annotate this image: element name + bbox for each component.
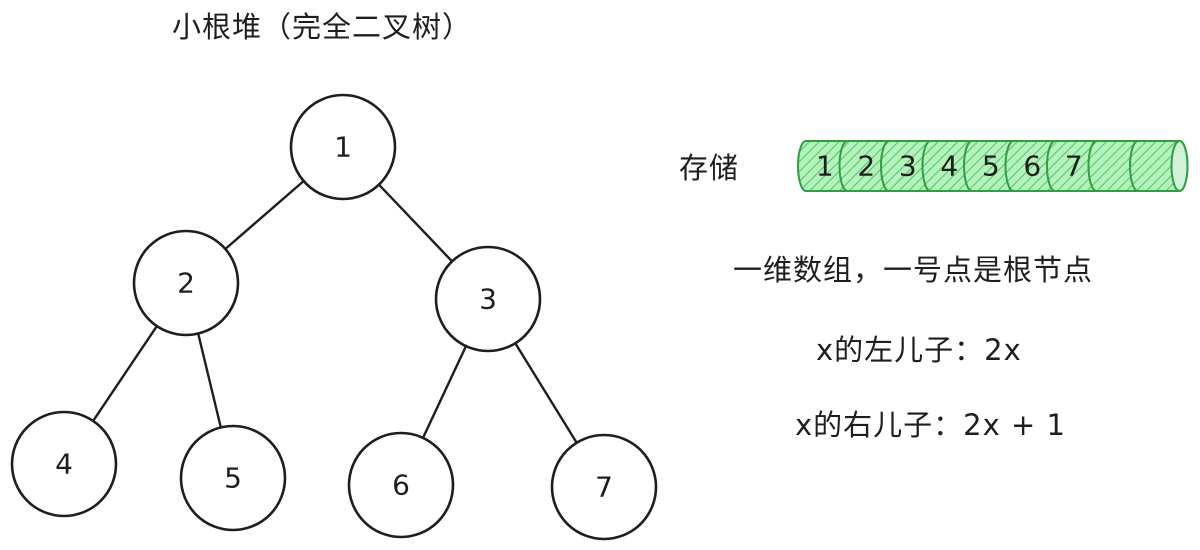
- diagram-title: 小根堆（完全二叉树）: [172, 10, 473, 44]
- tree-node-label: 3: [479, 283, 497, 316]
- storage-cell-1: 1: [816, 150, 834, 183]
- tree-edge-n1-n2: [224, 179, 305, 251]
- tree-node-circle: [10, 410, 118, 518]
- storage-cell-divider: [921, 140, 931, 192]
- tree-edge-n2-n4: [91, 324, 159, 423]
- tree-edge-n2-n5: [196, 332, 223, 429]
- storage-cell-divider: [963, 140, 973, 192]
- storage-cell-7: 7: [1065, 150, 1083, 183]
- storage-cylinder-cap: [1170, 140, 1189, 192]
- tree-node-label: 7: [595, 471, 613, 504]
- tree-node-3: 3: [434, 245, 542, 353]
- tree-node-circle: [179, 424, 287, 532]
- note-array-root: 一维数组，一号点是根节点: [733, 253, 1094, 287]
- tree-nodes: 1 2 3 4 5 6 7: [10, 93, 658, 541]
- tree-node-circle: [550, 433, 658, 541]
- tree-edges: [91, 179, 578, 444]
- tree-node-label: 6: [392, 469, 410, 502]
- tree-edge-n1-n3: [377, 183, 454, 263]
- tree-node-label: 5: [224, 462, 242, 495]
- note-right-child: x的右儿子：2x + 1: [795, 408, 1066, 442]
- storage-label: 存储: [679, 151, 740, 185]
- tree-node-6: 6: [347, 431, 455, 539]
- tree-node-circle: [347, 431, 455, 539]
- tree-node-7: 7: [550, 433, 658, 541]
- storage-cell-4: 4: [940, 150, 958, 183]
- storage-cell-divider: [880, 140, 890, 192]
- storage-cell-divider: [1046, 140, 1056, 192]
- tree-node-label: 1: [334, 131, 352, 164]
- storage-cell-divider: [1004, 140, 1014, 192]
- tree-node-1: 1: [289, 93, 397, 201]
- tree-node-circle: [434, 245, 542, 353]
- tree-node-2: 2: [132, 229, 240, 337]
- storage-cell-divider: [1087, 140, 1097, 192]
- storage-cell-3: 3: [899, 150, 917, 183]
- tree-edge-n3-n6: [421, 344, 468, 440]
- storage-cell-5: 5: [982, 150, 1000, 183]
- storage-cell-2: 2: [857, 150, 875, 183]
- storage-cell-6: 6: [1023, 150, 1041, 183]
- storage-cell-divider: [1129, 140, 1139, 192]
- tree-node-5: 5: [179, 424, 287, 532]
- note-left-child: x的左儿子：2x: [816, 333, 1022, 367]
- tree-node-circle: [132, 229, 240, 337]
- tree-edge-n3-n7: [514, 342, 578, 444]
- tree-node-label: 4: [55, 448, 73, 481]
- tree-node-label: 2: [177, 267, 195, 300]
- storage-cell-divider: [838, 140, 848, 192]
- tree-node-4: 4: [10, 410, 118, 518]
- tree-node-circle: [289, 93, 397, 201]
